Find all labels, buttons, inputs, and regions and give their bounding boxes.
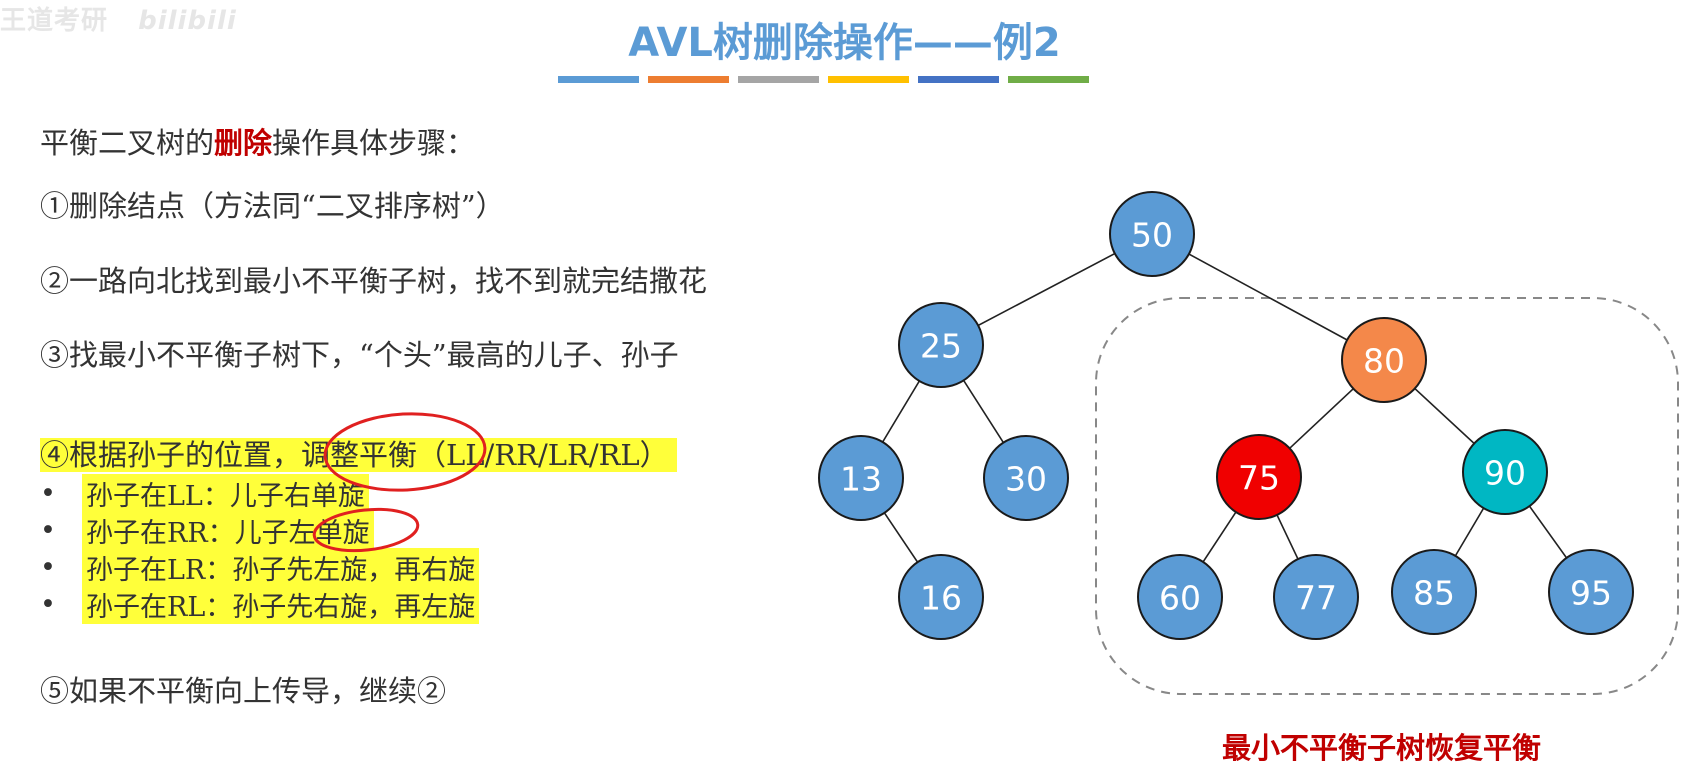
page-title: AVL树删除操作——例2 xyxy=(628,20,1061,66)
rotation-rules-list: •孙子在LL：儿子右单旋 •孙子在RR：儿子左单旋 •孙子在LR：孙子先左旋，再… xyxy=(40,474,480,624)
step-4-wrap: ④根据孙子的位置，调整平衡（LL/RR/LR/RL） xyxy=(40,432,677,474)
intro-highlight: 删除 xyxy=(214,126,273,160)
tree-node-circle xyxy=(818,435,904,521)
tree-node-circle xyxy=(983,435,1069,521)
tree-node-circle xyxy=(898,302,984,388)
tree-node-label: 13 xyxy=(840,460,882,499)
tree-node-75: 75 xyxy=(1216,434,1302,520)
strip-seg-blue xyxy=(558,76,639,83)
tree-node-60: 60 xyxy=(1137,554,1223,640)
strip-seg-gray xyxy=(738,76,819,83)
tree-node-13: 13 xyxy=(818,435,904,521)
bilibili-logo: bilibili xyxy=(138,6,237,36)
tree-node-label: 77 xyxy=(1295,579,1337,618)
tree-node-16: 16 xyxy=(898,554,984,640)
list-item: •孙子在LR：孙子先左旋，再右旋 xyxy=(40,548,480,587)
tree-edges xyxy=(860,233,1592,598)
strip-seg-orange xyxy=(648,76,729,83)
rule-lr: 孙子在LR：孙子先左旋，再右旋 xyxy=(82,548,480,587)
tree-node-label: 80 xyxy=(1363,342,1405,381)
tree-node-circle xyxy=(1462,429,1548,515)
step-4: ④根据孙子的位置，调整平衡（LL/RR/LR/RL） xyxy=(40,438,677,472)
rule-ll: 孙子在LL：儿子右单旋 xyxy=(82,474,369,513)
tree-node-label: 85 xyxy=(1413,574,1455,613)
tree-nodes: 50 25 80 13 30 16 75 90 60 77 85 95 xyxy=(818,191,1634,640)
tree-node-label: 30 xyxy=(1005,460,1047,499)
tree-node-80: 80 xyxy=(1341,317,1427,403)
tree-node-label: 90 xyxy=(1484,454,1526,493)
tree-node-circle xyxy=(1391,549,1477,635)
step-2: ②一路向北找到最小不平衡子树，找不到就完结撒花 xyxy=(40,264,708,298)
tree-node-50: 50 xyxy=(1109,191,1195,277)
intro-line: 平衡二叉树的删除操作具体步骤： xyxy=(40,120,475,162)
tree-node-label: 25 xyxy=(920,327,962,366)
watermark-text: 王道考研 xyxy=(0,6,109,36)
tree-node-label: 50 xyxy=(1131,216,1173,255)
tree-node-circle xyxy=(1109,191,1195,277)
watermark: 王道考研 bilibili xyxy=(0,0,237,37)
strip-seg-yellow xyxy=(828,76,909,83)
tree-node-label: 95 xyxy=(1570,574,1612,613)
tree-edge-n50-n80 xyxy=(1151,233,1385,361)
annotation-circle-adjust xyxy=(323,412,487,492)
tree-node-circle xyxy=(898,554,984,640)
tree-node-95: 95 xyxy=(1548,549,1634,635)
tree-node-label: 60 xyxy=(1159,579,1201,618)
step-3: ③找最小不平衡子树下，“个头”最高的儿子、孙子 xyxy=(40,338,679,372)
rule-rl: 孙子在RL：孙子先右旋，再左旋 xyxy=(82,585,480,624)
step-5: ⑤如果不平衡向上传导，继续② xyxy=(40,674,447,708)
list-item: •孙子在RL：孙子先右旋，再左旋 xyxy=(40,585,480,624)
tree-node-circle xyxy=(1548,549,1634,635)
tree-node-circle xyxy=(1341,317,1427,403)
annotation-circle-left-rotate xyxy=(312,507,420,553)
subtree-dashed-region xyxy=(1095,297,1679,695)
strip-seg-green xyxy=(1008,76,1089,83)
step-1: ①删除结点（方法同“二叉排序树”） xyxy=(40,189,505,223)
subtree-caption: 最小不平衡子树恢复平衡 xyxy=(1222,731,1542,765)
list-item: •孙子在LL：儿子右单旋 xyxy=(40,474,479,513)
tree-node-85: 85 xyxy=(1391,549,1477,635)
tree-node-circle xyxy=(1137,554,1223,640)
strip-seg-darkblue xyxy=(918,76,999,83)
intro-prefix: 平衡二叉树的 xyxy=(40,126,215,160)
tree-node-90: 90 xyxy=(1462,429,1548,515)
tree-node-circle xyxy=(1216,434,1302,520)
tree-node-label: 16 xyxy=(920,579,962,618)
tree-node-77: 77 xyxy=(1273,554,1359,640)
tree-node-circle xyxy=(1273,554,1359,640)
tree-node-label: 75 xyxy=(1238,459,1280,498)
tree-node-25: 25 xyxy=(898,302,984,388)
color-strip xyxy=(558,76,1089,83)
tree-node-30: 30 xyxy=(983,435,1069,521)
intro-suffix: 操作具体步骤： xyxy=(272,126,476,160)
